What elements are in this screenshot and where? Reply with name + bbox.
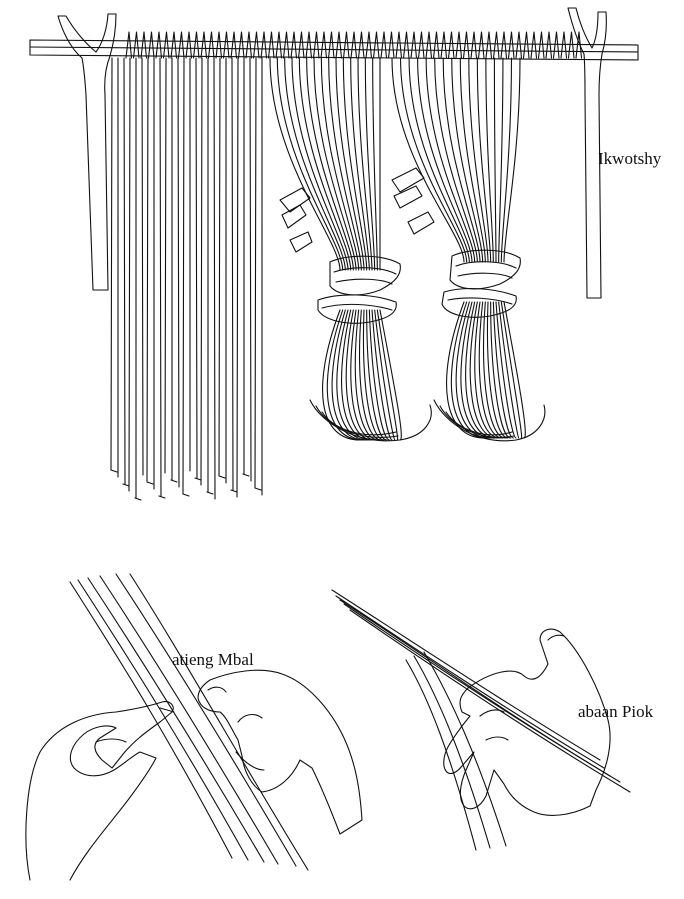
left-hand-lower [26, 702, 173, 880]
label-atieng-mbal: atieng Mbal [172, 650, 254, 670]
bundle-right [392, 58, 545, 441]
hands-splitting-strip [26, 574, 362, 880]
label-ikwotshy: Ikwotshy [598, 149, 661, 169]
pulling-hand [444, 629, 610, 815]
strip-tops-over-pole [126, 32, 582, 58]
right-hand-upper [198, 670, 362, 834]
hanging-straight-strips [111, 58, 262, 500]
label-abaan-piok: abaan Piok [578, 702, 653, 722]
